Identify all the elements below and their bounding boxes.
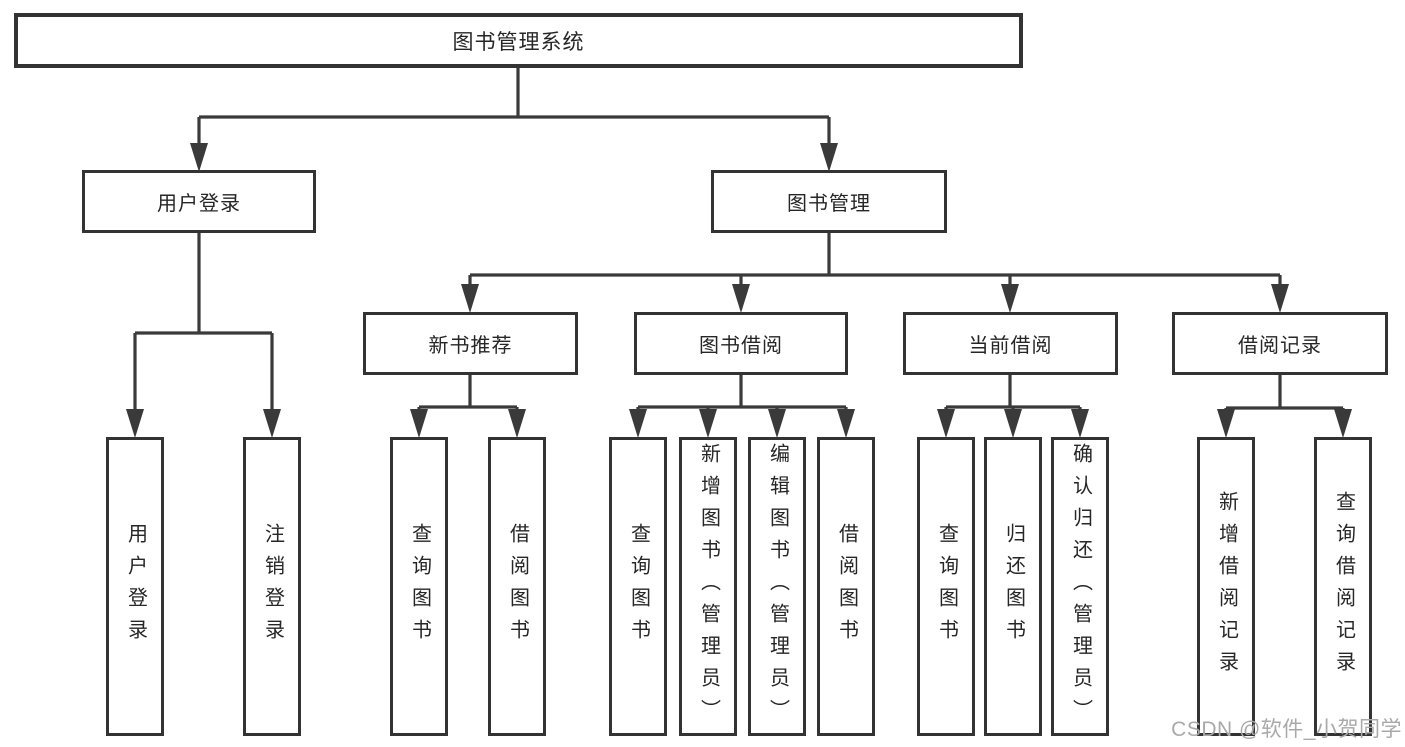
node-label: 借阅图书 <box>835 522 858 651</box>
node-label: 注销登录 <box>261 522 284 651</box>
node-user-login: 用户登录 <box>82 170 316 233</box>
node-label: 图书管理 <box>787 193 871 215</box>
leaf-borrow-books: 借阅图书 <box>817 437 875 736</box>
leaf-query-books-recommend: 查询图书 <box>390 437 448 736</box>
node-label: 借阅记录 <box>1238 335 1322 357</box>
node-label: 查询图书 <box>627 522 650 651</box>
node-label: 新书推荐 <box>428 335 513 357</box>
node-book-borrowing: 图书借阅 <box>634 312 848 375</box>
leaf-edit-books-admin: 编辑图书（管理员） <box>748 437 806 736</box>
leaf-query-borrow-record: 查询借阅记录 <box>1314 437 1372 736</box>
node-label: 确认归还（管理员） <box>1069 442 1092 731</box>
node-label: 图书借阅 <box>699 335 783 357</box>
leaf-confirm-return-admin: 确认归还（管理员） <box>1051 437 1109 736</box>
node-label: 借阅图书 <box>506 522 529 651</box>
node-label: 查询图书 <box>408 522 431 651</box>
node-label: 图书管理系统 <box>452 30 585 54</box>
node-book-management: 图书管理 <box>711 170 947 233</box>
leaf-query-books-borrow: 查询图书 <box>609 437 667 736</box>
node-label: 当前借阅 <box>968 335 1053 357</box>
node-new-book-recommend: 新书推荐 <box>363 312 578 375</box>
node-library-management-system: 图书管理系统 <box>14 13 1023 68</box>
node-label: 新增图书（管理员） <box>697 442 720 731</box>
watermark: CSDN @软件_小贺同学 <box>1171 718 1402 741</box>
node-label: 用户登录 <box>157 193 241 215</box>
node-borrow-records: 借阅记录 <box>1172 312 1388 375</box>
node-label: 查询借阅记录 <box>1332 490 1355 683</box>
node-label: 查询图书 <box>935 522 958 651</box>
leaf-logout: 注销登录 <box>243 437 301 736</box>
node-label: 新增借阅记录 <box>1215 490 1238 683</box>
leaf-borrow-books-recommend: 借阅图书 <box>488 437 546 736</box>
node-label: 用户登录 <box>124 522 147 651</box>
node-label: 归还图书 <box>1002 522 1025 651</box>
node-label: 编辑图书（管理员） <box>766 442 789 731</box>
leaf-return-books: 归还图书 <box>984 437 1042 736</box>
leaf-query-books-current: 查询图书 <box>917 437 975 736</box>
leaf-user-login: 用户登录 <box>106 437 164 736</box>
node-current-borrowing: 当前借阅 <box>903 312 1118 375</box>
leaf-add-books-admin: 新增图书（管理员） <box>679 437 737 736</box>
leaf-add-borrow-record: 新增借阅记录 <box>1197 437 1255 736</box>
